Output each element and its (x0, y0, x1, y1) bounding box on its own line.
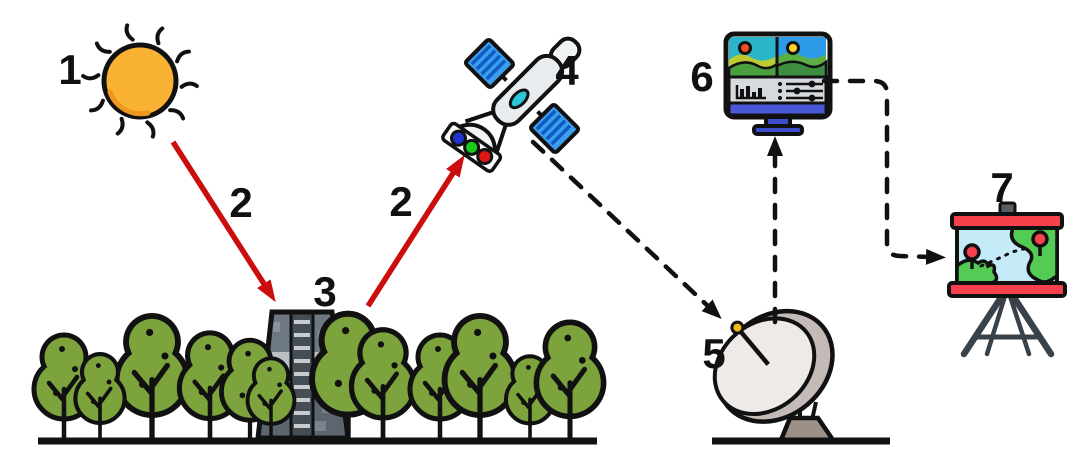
label-processing-monitor: 6 (690, 53, 713, 100)
satellite-window (508, 88, 530, 110)
tree (75, 354, 124, 441)
board-bottom-bar (947, 281, 1067, 298)
sun-disc (101, 42, 179, 120)
tree (536, 322, 603, 441)
downlink-dashed-arrow (530, 139, 722, 319)
board-top-bar (950, 212, 1064, 230)
tree (352, 330, 415, 441)
monitor-to-board-dashed-arrow (821, 78, 946, 265)
sun-shade-arc (107, 89, 151, 117)
label-sun: 1 (58, 46, 81, 93)
solar-panel-left (463, 37, 515, 89)
label-satellite: 4 (555, 47, 579, 94)
satellite-icon (441, 36, 582, 173)
map-pins (963, 230, 1049, 269)
sensor-dot-blue (450, 129, 468, 147)
mini-bar-chart (735, 85, 766, 100)
label-ground-station: 5 (702, 330, 725, 377)
sensor-dot-red (476, 148, 494, 166)
feed-arm (738, 329, 770, 366)
solar-panel-right (529, 103, 581, 155)
tree (445, 316, 516, 441)
right-image-sun (786, 41, 800, 55)
feed-tip (730, 320, 745, 335)
left-image-sun (738, 41, 752, 55)
label-reflected-radiation: 2 (389, 178, 412, 225)
easel-legs (960, 292, 1055, 358)
label-map-board: 7 (990, 164, 1013, 211)
tree (117, 316, 188, 441)
label-incoming-radiation: 2 (229, 179, 252, 226)
monitor-base (752, 124, 804, 136)
sensor-dot-green (463, 138, 481, 156)
map-route-dotted (979, 245, 1033, 268)
map-easel-icon (947, 201, 1067, 358)
sensor-dome (441, 121, 503, 173)
monitor-icon (723, 31, 833, 136)
panel-stripes (470, 44, 507, 81)
right-hill-front (775, 59, 828, 79)
dish-pedestal (777, 415, 838, 443)
panel-stripes (535, 109, 572, 146)
reflected-radiation-arrow (365, 154, 465, 308)
incoming-radiation-arrow (170, 140, 276, 303)
label-ground-target: 3 (313, 268, 336, 315)
sun-icon (80, 22, 200, 140)
forest-icon (34, 309, 604, 441)
monitor-bottom-strip (727, 101, 828, 117)
slider-controls (778, 80, 823, 102)
tower-ladder-rungs (294, 320, 310, 428)
dish-antenna-icon (712, 308, 838, 443)
